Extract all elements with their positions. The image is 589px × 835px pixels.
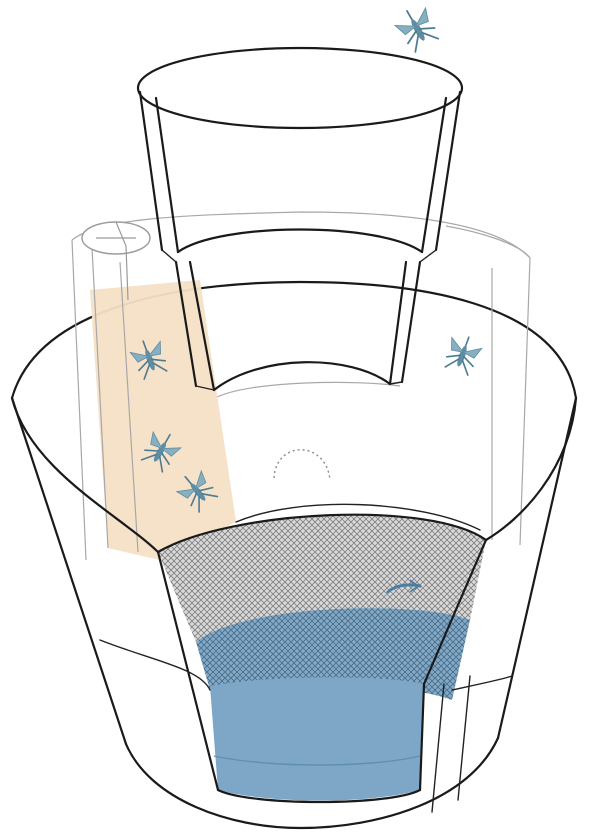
outer-bowl-front xyxy=(10,396,578,830)
water xyxy=(210,677,424,801)
upper-entry-cylinder xyxy=(136,46,531,481)
outer-bowl xyxy=(10,280,578,400)
mesh-screen xyxy=(156,503,488,700)
mosquito-top-right-icon xyxy=(390,1,443,55)
mosquito-right-wall-icon xyxy=(440,330,485,378)
larva-water-icon xyxy=(386,579,422,594)
